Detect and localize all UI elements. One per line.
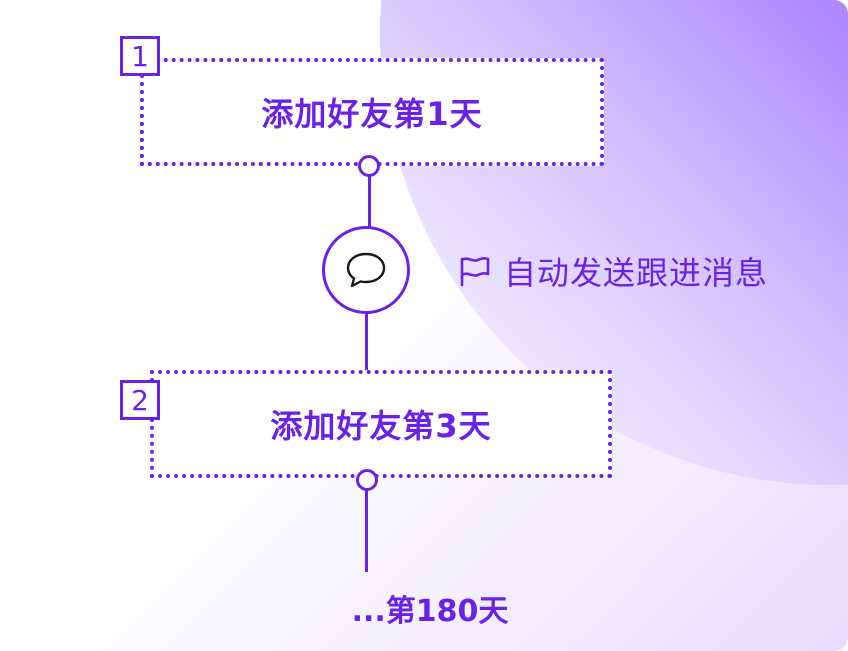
connector-line-1	[368, 166, 371, 228]
connector-line-3	[365, 478, 368, 572]
connector-node-1[interactable]	[358, 155, 380, 177]
step-card-1[interactable]: 添加好友第1天	[140, 58, 604, 166]
step-card-2[interactable]: 添加好友第3天	[150, 370, 612, 478]
connector-line-2	[365, 312, 368, 372]
action-text: 自动发送跟进消息	[504, 254, 769, 292]
connector-node-2[interactable]	[356, 469, 378, 491]
step-label-1: 添加好友第1天	[261, 95, 483, 133]
final-step-label: ...第180天	[351, 594, 509, 629]
send-message-node[interactable]	[322, 226, 410, 314]
step-number-badge-2: 2	[120, 380, 160, 420]
action-description: 自动发送跟进消息	[458, 251, 769, 292]
chat-bubble-icon	[346, 252, 386, 288]
step-label-2: 添加好友第3天	[270, 407, 492, 445]
step-number-badge-1: 1	[120, 36, 160, 76]
flag-icon	[460, 257, 490, 287]
